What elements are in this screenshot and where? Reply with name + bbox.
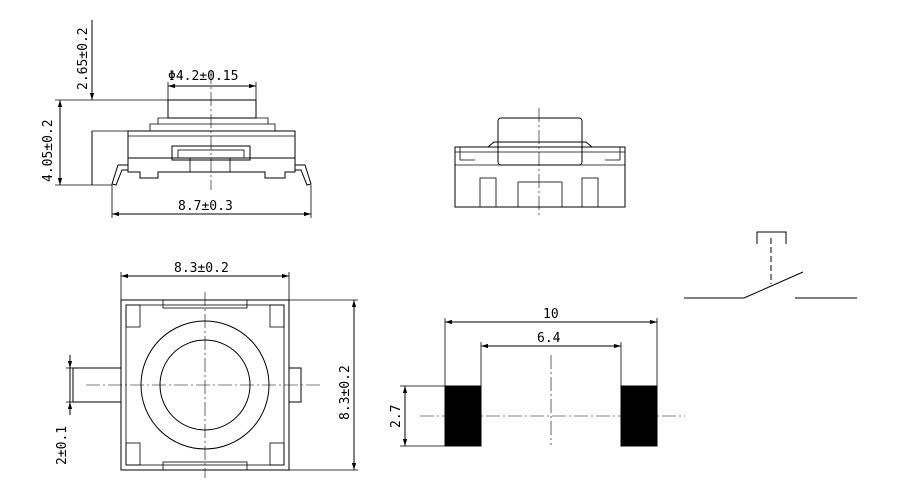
side-view: 2.65±0.2 4.05±0.2 Φ4.2±0.15 8.7±0.3 (41, 20, 312, 218)
dim-top-width: 8.3±0.2 (174, 261, 229, 276)
dim-pad-height: 2.7 (389, 405, 404, 428)
dim-side-total-height: 4.05±0.2 (41, 119, 56, 182)
dim-side-height-top: 2.65±0.2 (76, 27, 91, 90)
front-view (454, 108, 626, 218)
top-view: 8.3±0.2 8.3±0.2 2±0.1 (55, 261, 358, 478)
dim-top-height: 8.3±0.2 (338, 365, 353, 420)
dim-pad-outer: 10 (543, 307, 559, 322)
front-button (497, 117, 583, 166)
pad-layout: 10 6.4 2.7 (389, 307, 685, 447)
side-button-stem (167, 99, 257, 119)
dim-top-lead-width: 2±0.1 (55, 426, 70, 465)
switch-symbol (684, 231, 857, 299)
dim-side-width: 8.7±0.3 (178, 199, 233, 214)
dim-pad-inner: 6.4 (537, 331, 561, 346)
side-body-outline (127, 130, 296, 159)
dim-side-button-diameter: Φ4.2±0.15 (168, 69, 238, 84)
